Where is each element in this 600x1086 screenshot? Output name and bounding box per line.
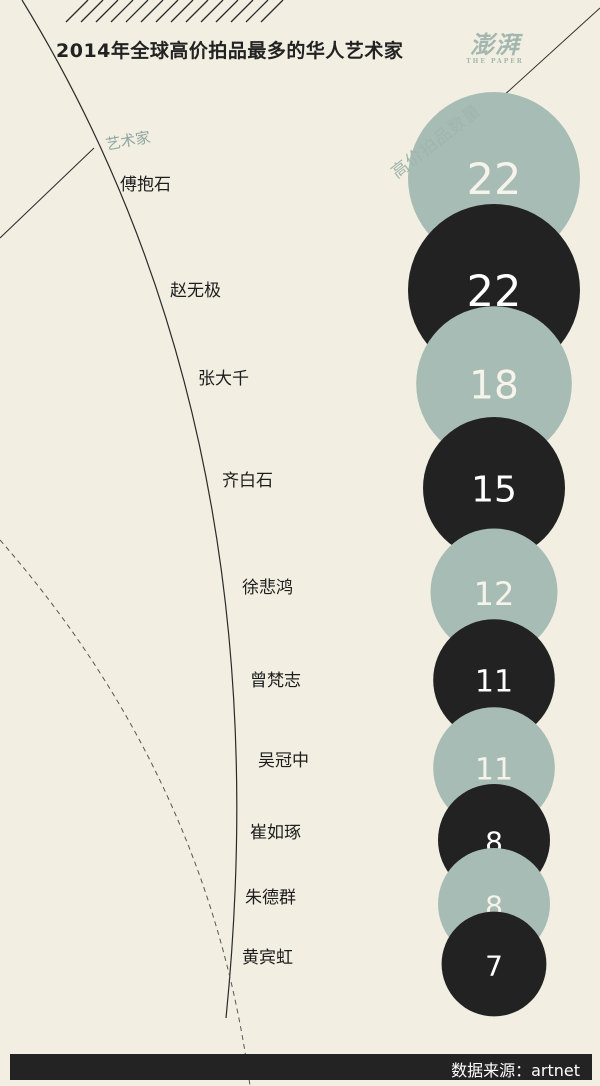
artist-name-label: 吴冠中 [258, 751, 309, 771]
hatch-stroke [65, 0, 89, 23]
hatch-stroke [80, 0, 104, 23]
logo: 澎湃 THE PAPER [464, 32, 526, 66]
bubble-3: 18 [416, 306, 572, 462]
bubble-circle [423, 417, 565, 559]
bubble-value-label: 18 [469, 364, 519, 409]
hatch-stroke [155, 0, 179, 23]
artist-name-label: 崔如琢 [250, 823, 301, 843]
hatch-stroke [140, 0, 164, 23]
bubble-value-label: 7 [485, 950, 503, 983]
main-arc-line [21, 0, 238, 1019]
bubble-10: 7 [441, 911, 547, 1017]
artist-name-label: 黄宾虹 [242, 948, 293, 968]
bubble-value-label: 11 [475, 665, 513, 700]
hatch-stroke [200, 0, 224, 23]
hatch-stroke [260, 0, 284, 23]
bubble-value-label: 15 [471, 470, 517, 511]
artist-name-label: 傅抱石 [120, 175, 171, 195]
top-hatch-decoration [65, 0, 284, 23]
logo-english-text: THE PAPER [466, 58, 524, 65]
artists-leader-line [0, 147, 95, 239]
artist-name-label: 徐悲鸿 [242, 578, 293, 598]
count-leader-line [489, 7, 600, 109]
hatch-stroke [125, 0, 149, 23]
source-bar: 数据来源：artnet [10, 1054, 592, 1080]
artist-name-label: 朱德群 [245, 888, 296, 908]
artist-name-label: 张大千 [198, 369, 249, 389]
hatch-stroke [215, 0, 239, 23]
artist-name-label: 齐白石 [222, 471, 273, 491]
hatch-stroke [185, 0, 209, 23]
bubble-circle [433, 619, 555, 741]
hatch-stroke [170, 0, 194, 23]
artist-name-label: 曾梵志 [250, 671, 301, 691]
bubble-4: 15 [423, 417, 565, 559]
bubble-value-label: 12 [474, 575, 515, 613]
hatch-stroke [110, 0, 134, 23]
bubble-circle [441, 911, 547, 1017]
bubble-value-label: 11 [475, 753, 513, 788]
logo-chinese-text: 澎湃 [470, 30, 520, 59]
hatch-stroke [95, 0, 119, 23]
bubble-6: 11 [433, 619, 555, 741]
dashed-arc-line [0, 539, 251, 1086]
bubble-5: 12 [430, 528, 558, 656]
bubble-circle [416, 306, 572, 462]
hatch-stroke [245, 0, 269, 23]
source-text: 数据来源：artnet [451, 1061, 580, 1080]
artist-name-label: 赵无极 [170, 281, 221, 301]
chart-title: 2014年全球高价拍品最多的华人艺术家 [56, 40, 404, 62]
bubble-value-label: 22 [467, 155, 522, 205]
bubble-circle [430, 528, 558, 656]
hatch-stroke [230, 0, 254, 23]
